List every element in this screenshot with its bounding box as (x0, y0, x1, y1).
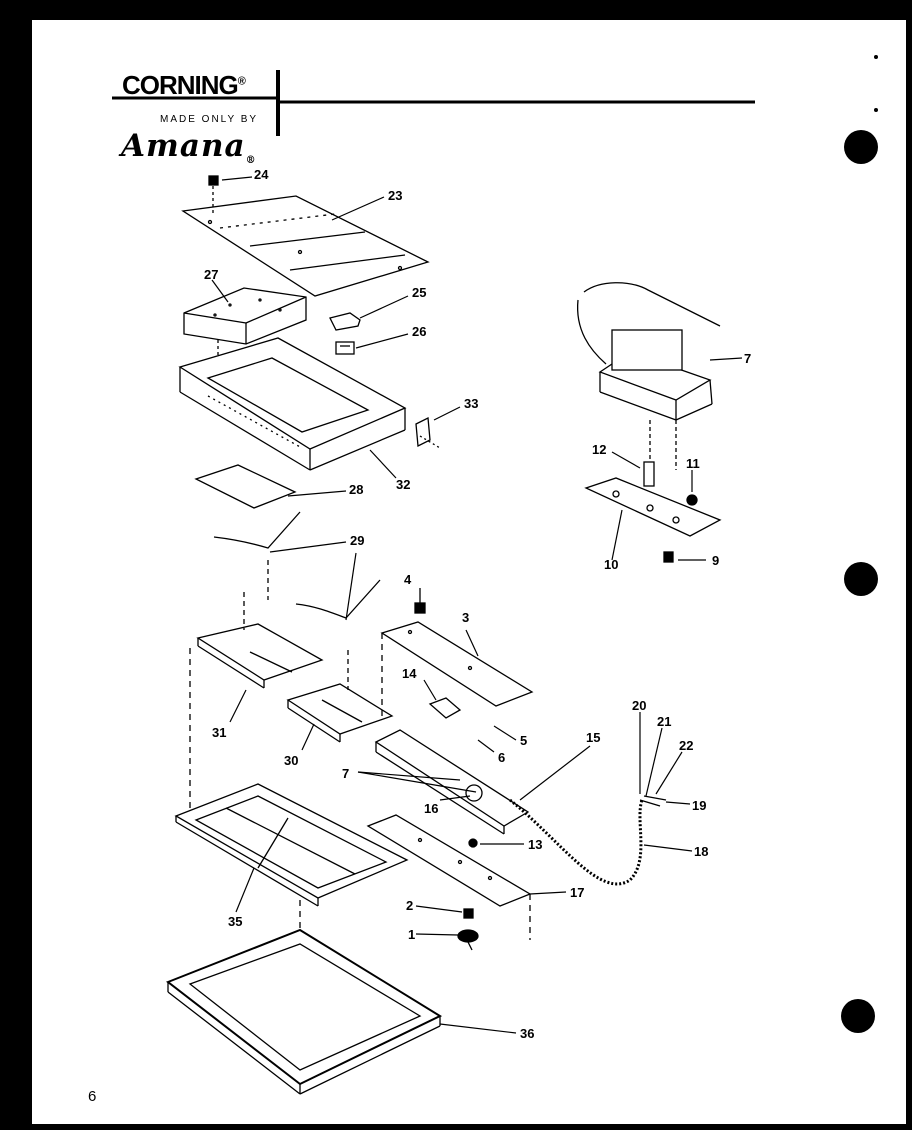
callout-27: 27 (204, 267, 218, 282)
callout-33: 33 (464, 396, 478, 411)
callout-35: 35 (228, 914, 242, 929)
part-35-glass-top (174, 783, 409, 1030)
callout-4: 4 (404, 572, 412, 587)
part-1-knob (457, 929, 479, 951)
part-12-spacer (643, 461, 655, 487)
callout-12: 12 (592, 442, 606, 457)
part-32-housing (178, 337, 407, 471)
callout-23: 23 (388, 188, 402, 203)
part-14-bracket (428, 697, 462, 719)
callout-9: 9 (712, 553, 719, 568)
part-27-insulation-block (183, 287, 307, 376)
callout-26: 26 (412, 324, 426, 339)
part-33-bracket (415, 416, 441, 449)
callout-18: 18 (694, 844, 708, 859)
leader-lines (211, 176, 743, 1034)
callout-3: 3 (462, 610, 469, 625)
part-31-heater-plate (189, 592, 324, 820)
callout-13: 13 (528, 837, 542, 852)
callout-7: 7 (342, 766, 349, 781)
callout-7-thermostat: 7 (744, 351, 751, 366)
part-3-cover (380, 621, 534, 720)
part-15-control-box (374, 729, 530, 835)
callout-17: 17 (570, 885, 584, 900)
callout-21: 21 (657, 714, 671, 729)
part-13-nut (468, 838, 478, 848)
callout-31: 31 (212, 725, 226, 740)
maker-text: Amana (121, 128, 246, 164)
part-36-trim-frame (165, 928, 443, 1095)
maker-registered-mark: ® (245, 155, 257, 167)
part-30-heater-plate (286, 650, 394, 743)
part-10-mounting-plate (584, 477, 722, 537)
registered-mark: ® (237, 75, 246, 88)
callout-22: 22 (679, 738, 693, 753)
callout-10: 10 (604, 557, 618, 572)
binder-hole-top (844, 130, 878, 164)
callout-32: 32 (396, 477, 410, 492)
callout-30: 30 (284, 753, 298, 768)
header-rules (112, 70, 755, 136)
brand-logo-corning: CORNING® (122, 70, 246, 101)
callout-14: 14 (402, 666, 417, 681)
made-by-text: MADE ONLY BY (160, 114, 259, 125)
callout-16: 16 (424, 801, 438, 816)
callout-28: 28 (349, 482, 363, 497)
part-25-bracket (329, 312, 361, 331)
part-26-clip (335, 341, 355, 355)
callout-24: 24 (254, 167, 269, 182)
part-4-screw (414, 588, 426, 614)
part-24-screw (208, 175, 219, 214)
binder-hole-middle (844, 562, 878, 596)
page-number: 6 (88, 1088, 97, 1105)
callout-6: 6 (498, 750, 505, 765)
binder-holes (841, 55, 878, 1033)
part-11-nut (686, 494, 698, 506)
callout-29: 29 (350, 533, 364, 548)
part-28-plate (194, 464, 297, 509)
part-23-top-panel (181, 195, 430, 297)
part-7-thermostat (576, 282, 721, 480)
callout-11: 11 (686, 456, 700, 471)
callout-19: 19 (692, 798, 706, 813)
part-9-screw (663, 551, 674, 563)
part-18-power-cord (509, 795, 667, 886)
callout-1: 1 (408, 927, 415, 942)
callout-5: 5 (520, 733, 527, 748)
callout-2: 2 (406, 898, 413, 913)
brand-text: CORNING (122, 70, 239, 100)
brand-logo-amana: Amana® (121, 128, 257, 166)
part-2-nut (463, 908, 474, 919)
callout-15: 15 (586, 730, 600, 745)
callout-25: 25 (412, 285, 426, 300)
callout-36: 36 (520, 1026, 534, 1041)
callout-20: 20 (632, 698, 646, 713)
binder-hole-bottom (841, 999, 875, 1033)
